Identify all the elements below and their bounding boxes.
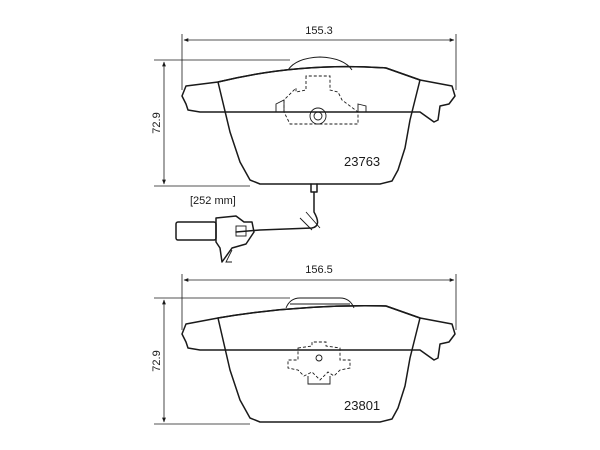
top-pad-assembly: 155.3 72.9 23763 <box>151 25 457 187</box>
connector-mount <box>225 249 233 263</box>
sensor-stem <box>310 183 318 193</box>
top-part-number: 23763 <box>344 154 380 169</box>
bottom-friction-material <box>217 305 421 423</box>
top-plate-hump <box>287 56 353 71</box>
bottom-width-dimension: 156.5 <box>181 264 457 330</box>
bottom-pin <box>315 354 323 362</box>
wire-length-label: [252 mm] <box>190 195 236 207</box>
top-width-dimension: 155.3 <box>181 25 457 90</box>
connector-housing <box>215 215 255 263</box>
top-clip-tab-left <box>275 99 285 113</box>
bottom-height-dimension: 72.9 <box>151 297 290 425</box>
top-backing-plate <box>181 65 456 123</box>
connector-latch <box>235 225 247 237</box>
bottom-backing-plate <box>181 305 456 361</box>
top-height-label: 72.9 <box>151 112 163 133</box>
top-wear-clip <box>283 75 359 125</box>
bottom-width-label: 156.5 <box>305 264 333 276</box>
bottom-part-number: 23801 <box>344 398 380 413</box>
bottom-plate-hump <box>285 297 355 309</box>
bottom-clip-base <box>307 376 331 385</box>
connector-plug <box>175 221 217 241</box>
sensor-cable <box>235 191 319 233</box>
top-width-label: 155.3 <box>305 25 333 37</box>
top-pin-outer <box>309 107 327 125</box>
sensor-cable-loop <box>299 211 321 231</box>
top-height-dimension: 72.9 <box>151 59 290 187</box>
top-friction-material <box>217 65 421 185</box>
top-pin-inner <box>313 111 323 121</box>
bottom-height-label: 72.9 <box>151 350 163 371</box>
bottom-clip <box>287 341 351 381</box>
top-clip-tab-right <box>357 103 367 113</box>
wear-sensor: [252 mm] <box>175 183 321 263</box>
bottom-pad-assembly: 156.5 72.9 23801 <box>151 264 457 425</box>
